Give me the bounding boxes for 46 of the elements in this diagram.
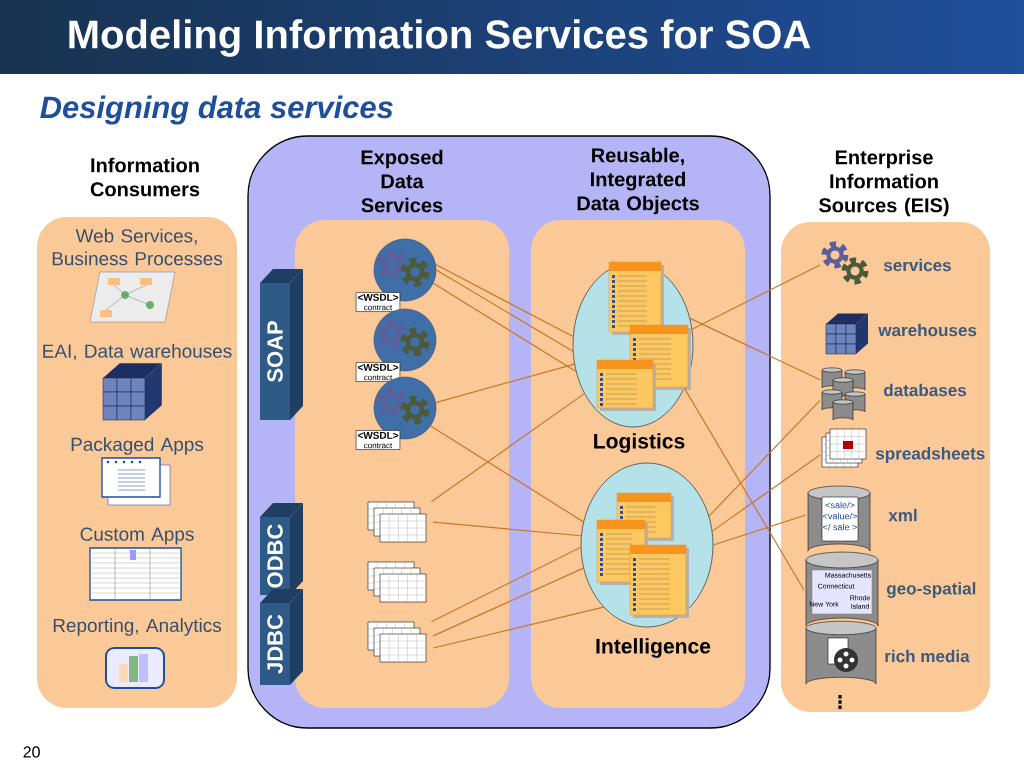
- table-stack-icon: [367, 501, 427, 543]
- protocol-bar: SOAP: [260, 269, 303, 420]
- table-stack-icon: [367, 621, 427, 663]
- source-label: databases: [883, 383, 967, 397]
- connector-line: [711, 454, 821, 532]
- connector-line: [689, 317, 821, 381]
- connector-line: [430, 425, 584, 523]
- slide-title: Modeling Information Services for SOA: [69, 19, 811, 57]
- consumer-label: Reporting, Analytics: [53, 618, 221, 636]
- wsdl-document: <WSDL> contract: [355, 430, 401, 450]
- connector-line: [432, 282, 577, 373]
- protocol-bar: ODBC: [260, 503, 303, 595]
- column-heading: Exposed Data Services: [361, 149, 443, 213]
- connector-line: [708, 399, 821, 517]
- connector-line: [430, 546, 582, 623]
- connector-line: [712, 514, 807, 546]
- connector-line: [432, 606, 605, 649]
- source-label: rich media: [885, 649, 970, 663]
- wsdl-document: <WSDL> contract: [355, 362, 401, 382]
- connector-line: [432, 521, 582, 537]
- protocol-bar: JDBC: [260, 589, 303, 685]
- connector-line: [435, 263, 574, 338]
- source-label: geo-spatial: [886, 582, 976, 598]
- connector-line: [691, 264, 821, 330]
- connector-line: [435, 363, 575, 404]
- wsdl-document: <WSDL> contract: [355, 292, 401, 312]
- connector-line: [432, 567, 584, 637]
- consumer-label: Custom Apps: [80, 527, 194, 545]
- domain-label: Logistics: [594, 433, 685, 453]
- column-heading: Reusable, Integrated Data Objects: [577, 147, 699, 215]
- subtitle: Designing data services: [40, 95, 393, 125]
- consumer-label: EAI, Data warehouses: [43, 343, 232, 361]
- consumer-label: Packaged Apps: [71, 437, 204, 455]
- connector-line: [683, 387, 805, 591]
- consumer-label: Web Services, Business Processes: [52, 228, 223, 266]
- source-label: spreadsheets: [875, 447, 985, 463]
- connector-line: [435, 269, 574, 352]
- column-heading: Enterprise Information Sources (EIS): [819, 149, 949, 217]
- column-heading: Information Consumers: [90, 157, 200, 197]
- source-label: warehouses: [878, 323, 977, 337]
- source-label: services: [883, 258, 951, 272]
- source-label: xml: [888, 508, 917, 522]
- page-number: 20: [23, 746, 40, 758]
- domain-label: Intelligence: [596, 638, 711, 658]
- connector-line: [430, 393, 585, 503]
- table-stack-icon: [367, 561, 427, 603]
